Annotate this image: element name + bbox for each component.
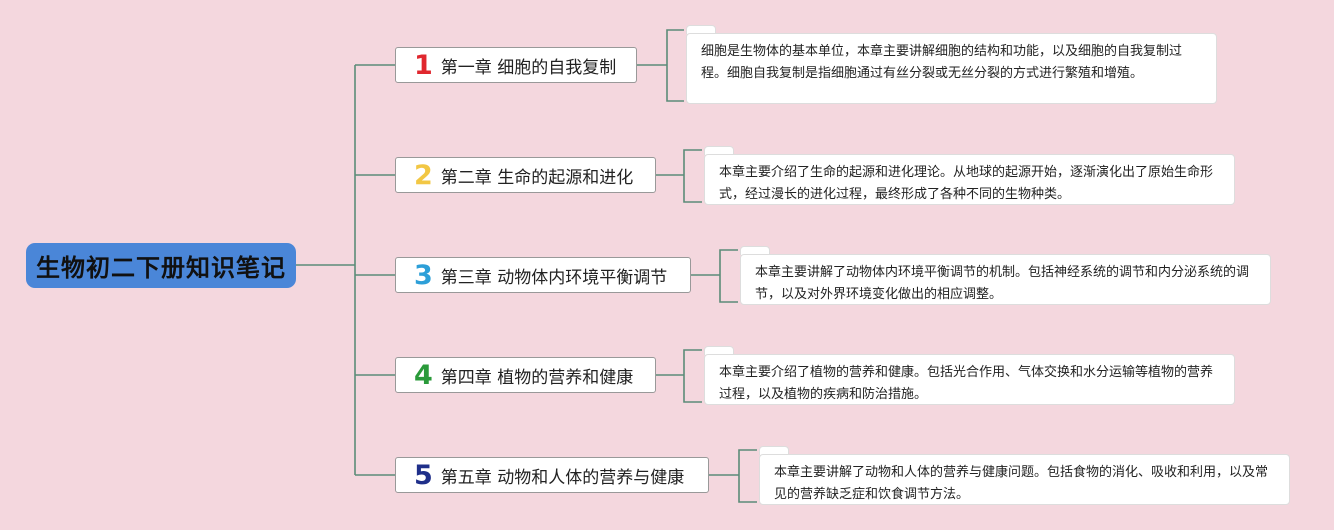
chapter-description-2[interactable]: 本章主要介绍了生命的起源和进化理论。从地球的起源开始，逐渐演化出了原始生命形式，… (704, 154, 1235, 205)
description-text-5: 本章主要讲解了动物和人体的营养与健康问题。包括食物的消化、吸收和利用，以及常见的… (774, 465, 1269, 502)
chapter-title-5: 第五章 动物和人体的营养与健康 (440, 467, 685, 488)
chapter-description-3[interactable]: 本章主要讲解了动物体内环境平衡调节的机制。包括神经系统的调节和内分泌系统的调节，… (740, 254, 1271, 305)
chapter-node-1[interactable]: 1 第一章 细胞的自我复制 (395, 47, 637, 83)
description-text-3: 本章主要讲解了动物体内环境平衡调节的机制。包括神经系统的调节和内分泌系统的调节，… (755, 265, 1250, 302)
desc-bracket-4 (683, 349, 702, 403)
description-text-4: 本章主要介绍了植物的营养和健康。包括光合作用、气体交换和水分运输等植物的营养过程… (719, 365, 1214, 402)
desc-bracket-3 (719, 249, 738, 303)
root-title: 生物初二下册知识笔记 (36, 254, 286, 282)
chapter-title-3: 第三章 动物体内环境平衡调节 (440, 267, 668, 288)
description-text-2: 本章主要介绍了生命的起源和进化理论。从地球的起源开始，逐渐演化出了原始生命形式，… (719, 165, 1214, 202)
chapter-number-1: 1 (414, 49, 433, 81)
chapter-number-4: 4 (414, 359, 433, 391)
chapter-node-3[interactable]: 3 第三章 动物体内环境平衡调节 (395, 257, 691, 293)
desc-tab-3 (740, 246, 770, 255)
root-node[interactable]: 生物初二下册知识笔记 (26, 243, 296, 288)
chapter-title-4: 第四章 植物的营养和健康 (440, 367, 634, 388)
chapter-description-4[interactable]: 本章主要介绍了植物的营养和健康。包括光合作用、气体交换和水分运输等植物的营养过程… (704, 354, 1235, 405)
chapter-description-1[interactable]: 细胞是生物体的基本单位，本章主要讲解细胞的结构和功能，以及细胞的自我复制过程。细… (686, 33, 1217, 104)
chapter-node-5[interactable]: 5 第五章 动物和人体的营养与健康 (395, 457, 709, 493)
desc-bracket-5 (738, 449, 757, 503)
desc-tab-4 (704, 346, 734, 355)
desc-bracket-2 (683, 149, 702, 203)
chapter-title-2: 第二章 生命的起源和进化 (440, 167, 634, 188)
chapter-number-5: 5 (414, 459, 433, 491)
chapter-description-5[interactable]: 本章主要讲解了动物和人体的营养与健康问题。包括食物的消化、吸收和利用，以及常见的… (759, 454, 1290, 505)
description-text-1: 细胞是生物体的基本单位，本章主要讲解细胞的结构和功能，以及细胞的自我复制过程。细… (701, 44, 1183, 81)
desc-tab-2 (704, 146, 734, 155)
desc-bracket-1 (666, 29, 684, 102)
chapter-node-2[interactable]: 2 第二章 生命的起源和进化 (395, 157, 656, 193)
chapter-title-1: 第一章 细胞的自我复制 (440, 57, 617, 78)
desc-tab-5 (759, 446, 789, 455)
desc-tab-1 (686, 25, 716, 34)
chapter-number-3: 3 (414, 259, 433, 291)
chapter-node-4[interactable]: 4 第四章 植物的营养和健康 (395, 357, 656, 393)
chapter-number-2: 2 (414, 159, 433, 191)
